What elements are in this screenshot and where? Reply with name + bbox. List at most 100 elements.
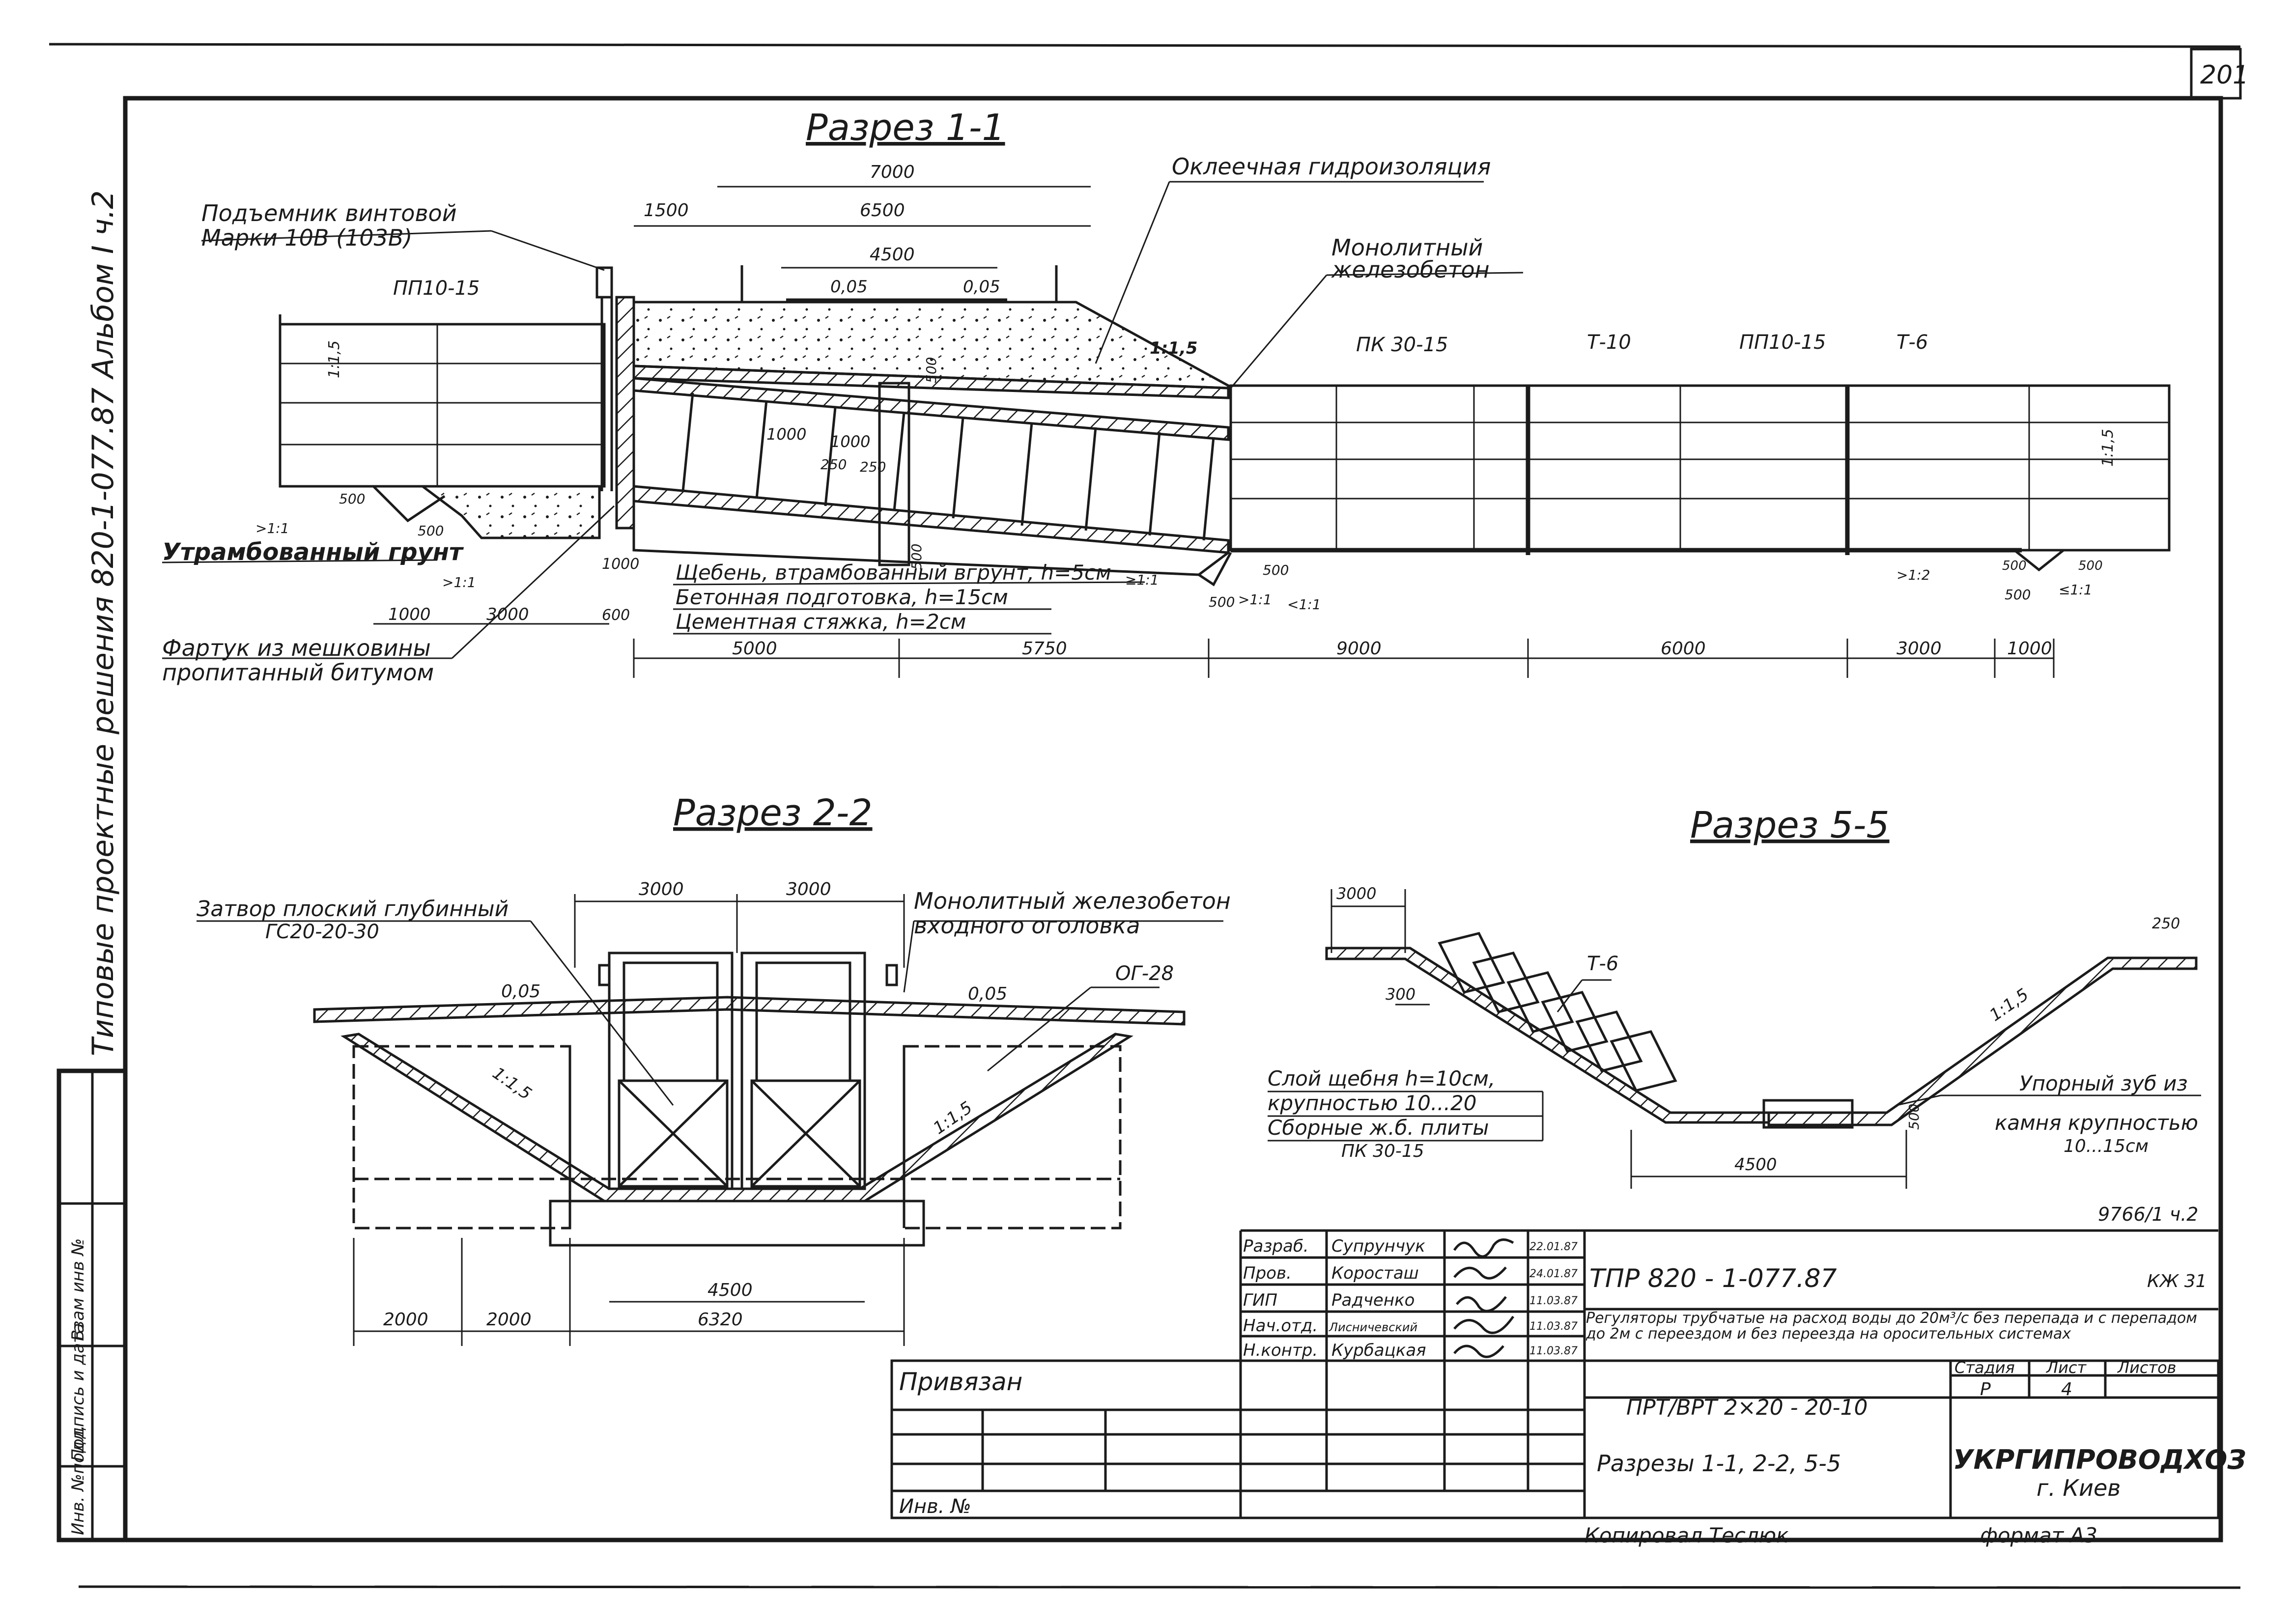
- paper-format: формат А3: [1980, 1523, 2097, 1547]
- label-5-tooth: Упорный зуб из: [2019, 1071, 2188, 1095]
- dim-small-500a: 500: [923, 357, 939, 383]
- date-chief: 11.03.87: [1529, 1295, 1578, 1307]
- dim-2-6320: 6320: [698, 1310, 743, 1330]
- dim-grade-r: 0,05: [963, 277, 1000, 297]
- label-5-layer4: ПК 30-15: [1341, 1141, 1424, 1161]
- name-developer: Супрунчук: [1331, 1236, 1425, 1256]
- sheet-value: 4: [2061, 1379, 2072, 1400]
- dim-2-4500: 4500: [707, 1280, 753, 1300]
- slope-right: 1:1,5: [2099, 429, 2117, 467]
- dim-500-y: 500: [2078, 559, 2103, 573]
- date-developer: 22.01.87: [1529, 1241, 1578, 1253]
- section-2-title: Разрез 2-2: [673, 792, 873, 834]
- label-5-layer1: Слой щебня h=10см,: [1268, 1066, 1495, 1091]
- dim-small-500d: 500: [908, 544, 925, 570]
- dim-b-5000: 5000: [732, 639, 777, 659]
- sheet-frame: [49, 43, 2242, 1589]
- side-stamp: [57, 1068, 128, 1542]
- label-5-tooth3: 10...15см: [2064, 1136, 2149, 1156]
- dim-5-250: 250: [2152, 915, 2180, 932]
- slope-mid: 1:1,5: [1150, 338, 1197, 358]
- dim-b-6000: 6000: [1661, 639, 1706, 659]
- label-gate-mark: ГС20-20-30: [265, 921, 379, 943]
- side-title: Типовые проектные решения 820-1-077.87 А…: [86, 191, 120, 1057]
- doc-code: ТПР 820 - 1-077.87: [1589, 1264, 1837, 1293]
- label-screed: Цементная стяжка, h=2см: [676, 610, 966, 634]
- sheet-title: Разрезы 1-1, 2-2, 5-5: [1597, 1450, 1841, 1477]
- label-soil: Утрамбованный грунт: [162, 538, 464, 566]
- section-1-drawing: [279, 265, 2171, 587]
- dim-bl-1000: 1000: [388, 605, 431, 624]
- dim-b-1000: 1000: [2007, 639, 2052, 659]
- archive-number: 9766/1 ч.2: [2098, 1204, 2198, 1225]
- label-monolith-2: Монолитный железобетон: [914, 888, 1231, 914]
- dim-1500: 1500: [644, 200, 689, 221]
- side-stamp-inv: Инв. №подл.: [68, 1425, 88, 1535]
- side-stamp-sign: Подпись и дата: [68, 1323, 88, 1461]
- label-pp-right: ПП10-15: [1739, 331, 1826, 354]
- mark: ПРТ/ВРТ 2×20 - 20-10: [1626, 1395, 1868, 1420]
- label-t6: Т-6: [1896, 331, 1928, 354]
- label-hoist: Подъемник винтовой: [201, 200, 457, 226]
- label-gravel: Щебень, втрамбованный вгрунт, h=5см: [676, 560, 1111, 585]
- dim-500-x: 500: [2002, 559, 2027, 573]
- role-control: Н.контр.: [1243, 1341, 1318, 1360]
- label-monolith-2b: входного оголовка: [914, 912, 1140, 939]
- slope-2-left: 1:1,5: [489, 1064, 535, 1104]
- label-5-t6: Т-6: [1587, 952, 1618, 975]
- dim-5-300: 300: [1386, 985, 1415, 1004]
- label-t10: Т-10: [1587, 331, 1631, 354]
- role-head: Нач.отд.: [1243, 1316, 1318, 1336]
- date-checker: 24.01.87: [1529, 1268, 1578, 1280]
- role-chief: ГИП: [1243, 1290, 1277, 1310]
- title-block-grid: [890, 1229, 2220, 1519]
- stage-value: Р: [1980, 1379, 1991, 1400]
- dim-2-3000b: 3000: [786, 879, 831, 899]
- grade-2-left: 0,05: [501, 981, 540, 1002]
- dim-2-2000b: 2000: [486, 1310, 532, 1330]
- dim-small-500f: 500: [1209, 594, 1235, 610]
- dim-small-500g: 500: [2005, 587, 2031, 603]
- dim-small-500b: 500: [339, 491, 365, 507]
- dim-2-2000a: 2000: [383, 1310, 428, 1330]
- dim-b-9000: 9000: [1336, 639, 1382, 659]
- dim-5-500: 500: [1906, 1104, 1922, 1130]
- organization: УКРГИПРОВОДХОЗ: [1953, 1444, 2246, 1475]
- label-gate: Затвор плоский глубинный: [197, 896, 509, 922]
- sheet-header: Лист: [2046, 1358, 2087, 1377]
- slope-d: >1:1: [1238, 591, 1272, 608]
- label-apron-2: пропитанный битумом: [162, 659, 434, 686]
- dim-small-500e: 500: [1263, 562, 1289, 578]
- dim-b-5750: 5750: [1022, 639, 1067, 659]
- sheet-code: КЖ 31: [2147, 1271, 2207, 1291]
- city: г. Киев: [2037, 1475, 2121, 1501]
- slope-f: >1:2: [1896, 567, 1930, 583]
- slope-e: <1:1: [1287, 596, 1321, 613]
- label-monolith-1b: железобетон: [1331, 256, 1490, 283]
- label-pp-left: ПП10-15: [393, 277, 480, 300]
- label-monolith-1: Монолитный: [1331, 234, 1483, 261]
- dim-1000-left: 1000: [602, 556, 639, 573]
- role-checker: Пров.: [1243, 1263, 1292, 1283]
- role-developer: Разраб.: [1243, 1236, 1309, 1256]
- slope-left: 1:1,5: [326, 340, 343, 378]
- page-number: 201: [2200, 60, 2249, 90]
- dim-bl-3000: 3000: [486, 605, 529, 624]
- stage-header: Стадия: [1954, 1358, 2015, 1377]
- section-1-title: Разрез 1-1: [806, 107, 1005, 149]
- label-apron: Фартук из мешковины: [162, 635, 431, 661]
- inv-label: Инв. №: [899, 1495, 971, 1518]
- sheets-header: Листов: [2117, 1358, 2177, 1377]
- slope-c: ≥1:1: [1125, 572, 1159, 588]
- slope-a: >1:1: [255, 520, 289, 536]
- dim-5-3000: 3000: [1336, 884, 1376, 903]
- dim-7000: 7000: [870, 162, 915, 182]
- section-1-dimension-lines: [373, 186, 2055, 678]
- dim-small-250a: 250: [821, 456, 847, 473]
- label-hoist-mark: Марки 10В (103В): [201, 224, 412, 251]
- section-2-dimension-lines: [197, 894, 1223, 1346]
- dim-b-3000: 3000: [1896, 639, 1942, 659]
- section-5-title: Разрез 5-5: [1690, 804, 1890, 846]
- project-description: Регуляторы трубчатые на расход воды до 2…: [1586, 1311, 2197, 1343]
- name-checker: Коросташ: [1331, 1263, 1419, 1283]
